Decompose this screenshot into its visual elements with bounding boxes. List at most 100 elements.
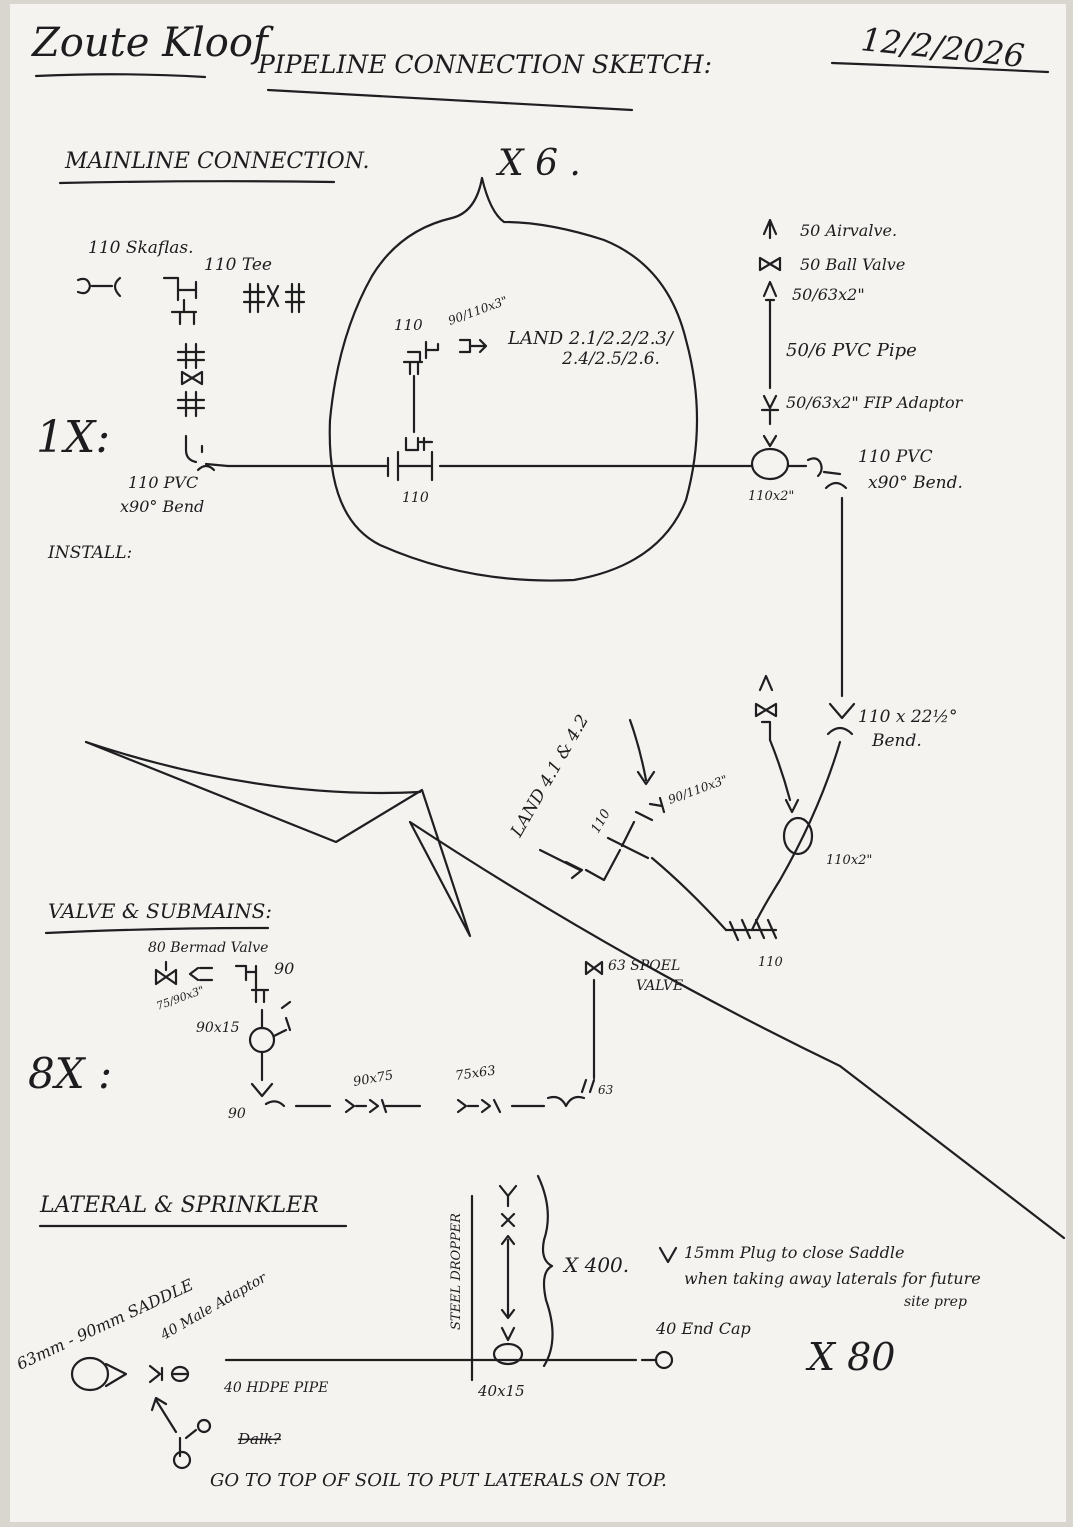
callout-bubble	[328, 176, 699, 582]
valve-90-label: 90	[274, 959, 294, 978]
branch-reducer-label: 90/110x3"	[666, 772, 729, 806]
date-underline	[830, 61, 1050, 74]
multiplier-1x: 1X:	[36, 412, 110, 463]
flange-icon-1	[176, 342, 206, 370]
bend-right-label-2: x90° Bend.	[868, 473, 963, 493]
site-underline	[34, 73, 207, 79]
saddle-110b-label: 110x2"	[826, 853, 872, 868]
skaflas-label: 110 Skaflas.	[88, 238, 194, 258]
title-underline	[266, 88, 634, 112]
bend-left-label-1: 110 PVC	[128, 473, 198, 492]
land41-side-arrow	[538, 848, 584, 880]
ballvalve-icon	[758, 256, 782, 272]
reducer-1-label: 90x75	[352, 1068, 394, 1090]
footer-note: GO TO TOP OF SOIL TO PUT LATERALS ON TOP…	[210, 1470, 667, 1491]
valve-underline	[44, 926, 270, 935]
adaptor-top-label: 50/63x2"	[792, 285, 865, 304]
valve-riser-icon	[260, 1000, 292, 1038]
valve-saddle-icon	[248, 1026, 276, 1054]
brace-icon	[536, 1174, 554, 1368]
bubble-arrow-icon	[458, 338, 488, 354]
tee-fitting-icon	[162, 276, 198, 326]
sprinkler-assembly-icon	[498, 1184, 518, 1342]
lateral-saddle-outlet-icon	[104, 1362, 128, 1388]
install-label: INSTALL:	[47, 543, 132, 563]
x400-label: X 400.	[562, 1253, 629, 1277]
land41-label: LAND 4.1 & 4.2	[507, 711, 594, 841]
dalk-label: Dalk?	[237, 1430, 282, 1448]
saddle-110-icon	[750, 447, 790, 481]
valve-heading: VALVE & SUBMAINS:	[48, 899, 272, 923]
center-tee-icon	[386, 436, 434, 482]
x80-label: X 80	[805, 1335, 896, 1379]
hdpe-label: 40 HDPE PIPE	[223, 1380, 328, 1396]
pvc-pipe-label: 50/6 PVC Pipe	[786, 340, 917, 361]
lower-tee-label: 110	[758, 955, 783, 970]
bend-225-label-2: Bend.	[871, 731, 922, 751]
valve-saddle-label: 90x15	[196, 1020, 240, 1036]
branch-110-label: 110	[588, 807, 613, 836]
n63-label: 63	[598, 1083, 614, 1097]
steel-dropper-label: STEEL DROPPER	[449, 1213, 464, 1330]
dalk-arrow-icon	[150, 1396, 178, 1434]
plug-note-1: 15mm Plug to close Saddle	[684, 1243, 905, 1262]
mainline-underline	[58, 180, 336, 185]
angled-main-pipe	[750, 740, 842, 932]
saddle-40-label: 40x15	[477, 1382, 525, 1400]
site-name: Zoute Kloof	[30, 20, 274, 66]
bend-left-label-2: x90° Bend	[120, 497, 204, 516]
dalk-ring-icon	[172, 1450, 192, 1470]
lower-fip-icon	[784, 798, 800, 814]
land-list-line2: 2.4/2.5/2.6.	[561, 349, 660, 369]
endcap-label: 40 End Cap	[655, 1319, 751, 1338]
reducer-2-label: 75x63	[454, 1063, 496, 1083]
adaptor-top-icon	[762, 280, 778, 312]
bubble-110-label: 110	[394, 316, 423, 334]
bend-225-icon	[826, 702, 856, 736]
branch-pipe	[650, 856, 728, 932]
ballvalve-label: 50 Ball Valve	[800, 255, 905, 274]
flange-icon-2	[176, 390, 206, 418]
multiplier-x6: X 6 .	[495, 143, 581, 184]
bermad-valve-assembly-icon	[154, 960, 270, 1004]
bermad-reducer-label: 75/90x3"	[155, 984, 206, 1013]
divider-upper-left	[84, 740, 422, 795]
lower-tee-icon	[724, 918, 778, 942]
center-tee-label: 110	[402, 490, 429, 506]
lower-riser-pipe	[768, 738, 792, 802]
saddle-110-label: 110x2"	[748, 489, 794, 504]
plug-marker-icon	[658, 1246, 678, 1264]
sketch-title: PIPELINE CONNECTION SKETCH:	[257, 50, 712, 79]
land41-arrow	[628, 718, 656, 786]
male-adaptor-icon	[148, 1364, 188, 1384]
spoel-label-1: 63 SPOEL	[608, 958, 680, 974]
spoel-tee-icon	[546, 1078, 596, 1108]
endcap-icon	[654, 1350, 674, 1370]
reducer-1-icon	[344, 1098, 388, 1114]
tee-label: 110 Tee	[204, 255, 272, 275]
bend-right-label-1: 110 PVC	[858, 447, 933, 467]
bend-225-label-1: 110 x 22½°	[858, 707, 957, 727]
bend-left-icon	[184, 434, 230, 472]
bubble-reducer-label: 90/110x3"	[446, 293, 509, 327]
male-adaptor-ring-icon	[170, 1365, 190, 1383]
paper-sheet	[10, 4, 1066, 1522]
gate-valve-icon	[180, 370, 204, 386]
saddle-110b-icon	[782, 816, 814, 856]
valve-elbow-label: 90	[228, 1106, 246, 1122]
skaflas-coupling-icon	[76, 276, 122, 298]
lateral-heading: LATERAL & SPRINKLER	[39, 1193, 319, 1218]
mainline-heading: MAINLINE CONNECTION.	[64, 149, 369, 174]
valve-multiplier: 8X :	[28, 1049, 112, 1098]
bend-right-icon	[806, 457, 848, 490]
plug-note-3: site prep	[904, 1294, 967, 1310]
bermad-label: 80 Bermad Valve	[148, 940, 268, 956]
land-list-line1: LAND 2.1/2.2/2.3/	[507, 328, 675, 349]
lateral-saddle-icon	[70, 1356, 110, 1392]
lower-airvalve-stack-icon	[754, 674, 778, 742]
fip-adaptor-label: 50/63x2" FIP Adaptor	[786, 393, 964, 412]
valve-elbow-icon	[250, 1082, 286, 1108]
fip-adaptor-icon	[760, 394, 780, 426]
saddle-40-icon	[492, 1342, 524, 1366]
